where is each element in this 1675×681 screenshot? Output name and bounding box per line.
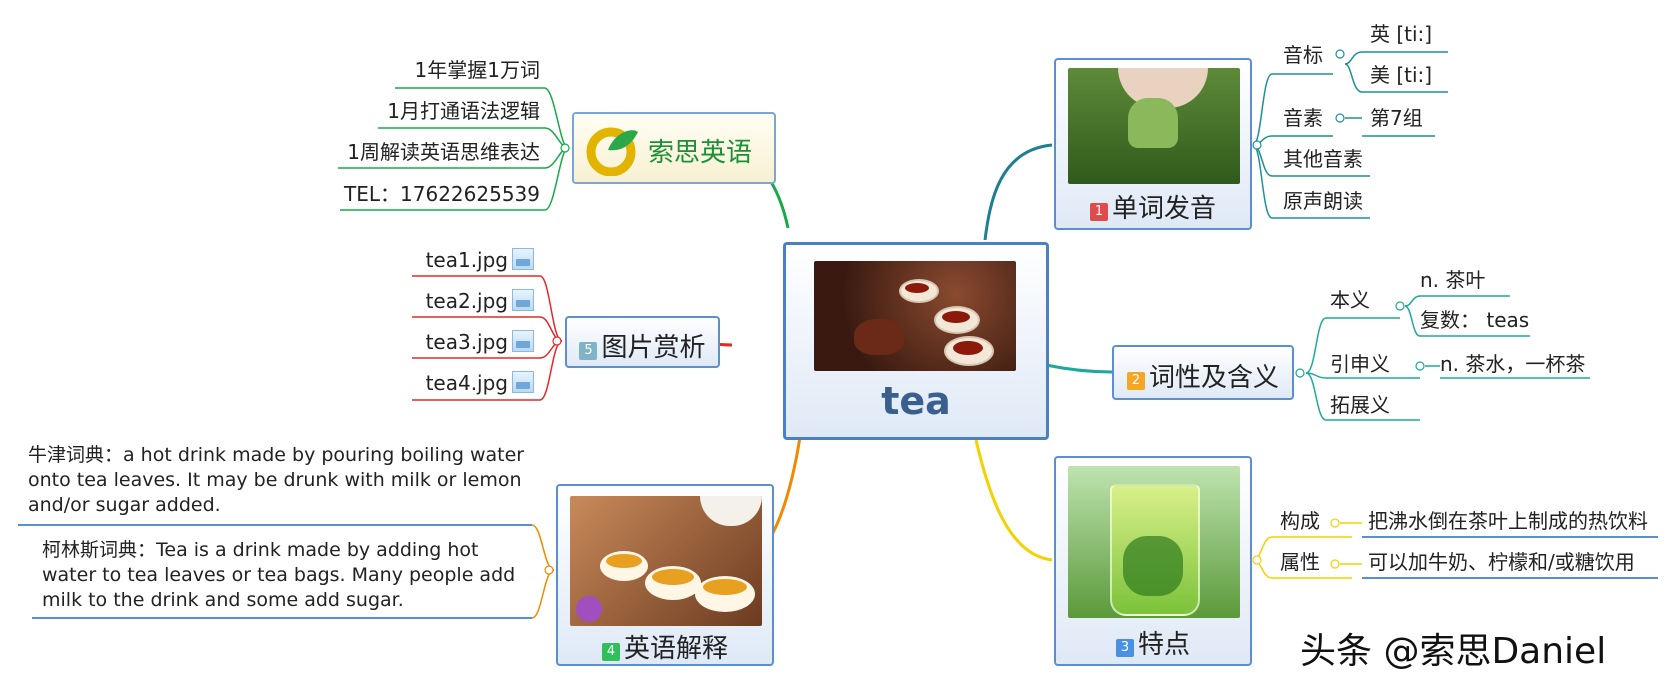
other-phonemes[interactable]: 其他音素 (1283, 147, 1363, 171)
tea-set-photo (570, 496, 762, 626)
meaning-extended-1: n. 茶水，一杯茶 (1440, 352, 1586, 376)
jpg-file-icon (512, 248, 534, 270)
phonetic-label: 音标 (1283, 43, 1323, 67)
branch-pronunciation (983, 143, 1053, 241)
picture-file-2[interactable]: tea2.jpg (380, 289, 534, 313)
brand-item-thinking: 1周解读英语思维表达 (347, 140, 540, 164)
branch-meaning (1045, 363, 1113, 374)
brand-logo-icon (586, 122, 640, 177)
watermark-text: 头条 @索思Daniel (1300, 631, 1607, 672)
features-attribute-label: 属性 (1280, 550, 1320, 574)
picture-file-3[interactable]: tea3.jpg (380, 330, 534, 354)
definitions-label: 英语解释 (623, 634, 728, 664)
brand-node[interactable]: 索思英语 (572, 112, 776, 184)
pictures-label: 图片赏析 (601, 333, 706, 363)
meaning-basic-2: 复数： teas (1420, 308, 1530, 332)
central-topic-title: tea (881, 379, 951, 423)
phonetic-uk[interactable]: 英 [ti:] (1370, 22, 1433, 46)
features-label: 特点 (1137, 630, 1190, 660)
jpg-file-icon (512, 371, 534, 393)
brand-item-vocab: 1年掌握1万词 (414, 58, 540, 82)
meaning-expanded-label[interactable]: 拓展义 (1330, 393, 1390, 417)
collins-definition: 柯林斯词典：Tea is a drink made by adding hot … (42, 539, 516, 611)
tea-cups-photo (814, 261, 1016, 371)
pronunciation-label: 单词发音 (1111, 194, 1216, 224)
green-tea-glass-photo (1068, 466, 1240, 618)
picture-file-4[interactable]: tea4.jpg (380, 371, 534, 395)
features-composition-value: 把沸水倒在茶叶上制成的热饮料 (1368, 509, 1648, 533)
badge-5: 5 (579, 342, 598, 360)
meaning-extended-label: 引申义 (1330, 352, 1390, 376)
central-topic-node[interactable]: tea (783, 242, 1049, 440)
features-composition-label: 构成 (1280, 509, 1320, 533)
brand-item-grammar: 1月打通语法逻辑 (387, 99, 540, 123)
brand-item-phone: TEL：17622625539 (344, 182, 540, 206)
badge-1: 1 (1089, 203, 1108, 221)
badge-3: 3 (1115, 639, 1134, 657)
original-reading[interactable]: 原声朗读 (1283, 189, 1363, 213)
phoneme-label: 音素 (1283, 106, 1323, 130)
oxford-definition: 牛津词典：a hot drink made by pouring boiling… (28, 444, 525, 516)
features-attribute-value: 可以加牛奶、柠檬和/或糖饮用 (1368, 550, 1635, 574)
phoneme-group[interactable]: 第7组 (1370, 106, 1423, 130)
meaning-basic-1: n. 茶叶 (1420, 268, 1486, 292)
picture-file-1[interactable]: tea1.jpg (380, 248, 534, 272)
jpg-file-icon (512, 330, 534, 352)
badge-4: 4 (601, 643, 620, 661)
meaning-label: 词性及含义 (1148, 363, 1279, 393)
tea-leaves-hand-photo (1068, 68, 1240, 184)
jpg-file-icon (512, 289, 534, 311)
badge-2: 2 (1126, 372, 1145, 390)
phonetic-us[interactable]: 美 [ti:] (1370, 63, 1433, 87)
branch-features (974, 439, 1053, 562)
meaning-basic-label: 本义 (1330, 288, 1370, 312)
brand-name: 索思英语 (648, 138, 753, 168)
